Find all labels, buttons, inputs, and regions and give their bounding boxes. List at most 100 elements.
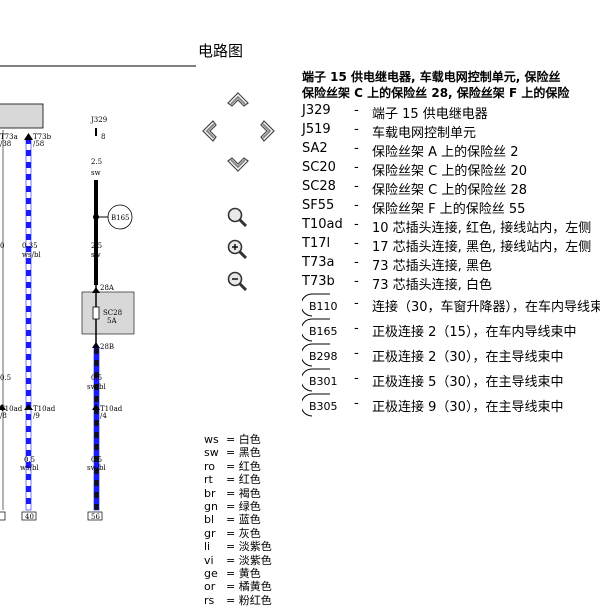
legend-dash: -	[354, 321, 359, 336]
fuse-sc28	[92, 306, 100, 320]
label-j329: J329	[90, 116, 107, 124]
zoom-icon[interactable]	[226, 206, 248, 228]
legend-dash: -	[354, 371, 359, 386]
legend-dash: -	[354, 346, 359, 361]
chevron-left-icon[interactable]	[200, 120, 222, 142]
ref-box-56	[87, 511, 103, 521]
relay-pin	[95, 128, 97, 136]
fuse-holder	[81, 291, 135, 335]
legend-dash: -	[354, 396, 359, 411]
svg-text:/9: /9	[33, 412, 40, 420]
legend-heading: 端子 15 供电继电器, 车载电网控制单元, 保险丝 保险丝架 C 上的保险丝 …	[302, 70, 570, 100]
color-key-item: bl= 蓝色	[204, 513, 261, 527]
svg-text:5A: 5A	[107, 317, 117, 325]
svg-text:B301: B301	[309, 375, 338, 388]
color-key-item: gr= 灰色	[204, 526, 261, 540]
svg-text:sw/bl: sw/bl	[87, 383, 106, 391]
label-sc28: SC28	[103, 309, 122, 317]
chevron-down-icon[interactable]	[227, 152, 249, 174]
legend-code: T17l	[302, 236, 331, 251]
svg-text:0.5: 0.5	[24, 456, 35, 464]
legend-desc: 正极连接 2（15），在车内导线束中	[372, 325, 577, 340]
legend-desc: 保险丝架 F 上的保险丝 55	[372, 202, 526, 217]
color-key-item: br= 褐色	[204, 486, 261, 500]
legend-desc: 车载电网控制单元	[372, 126, 477, 141]
svg-text:B305: B305	[309, 400, 338, 413]
connector-icon: B298	[302, 343, 338, 367]
legend-code: J519	[302, 122, 331, 137]
page-title: 电路图	[198, 42, 244, 60]
wire-sw-1	[94, 180, 98, 218]
svg-text:T10ad: T10ad	[33, 405, 56, 413]
legend-code: T73b	[302, 274, 335, 289]
color-key-item: vi= 淡紫色	[204, 553, 272, 567]
chevron-right-icon[interactable]	[255, 120, 277, 142]
legend-dash: -	[354, 141, 359, 156]
color-key-item: ws= 白色	[204, 433, 261, 446]
svg-text:sw/bl: sw/bl	[87, 464, 106, 472]
legend-desc: 端子 15 供电继电器	[372, 107, 488, 122]
legend-code: SC28	[302, 179, 336, 194]
svg-text:/58: /58	[33, 140, 44, 148]
svg-text:sw: sw	[91, 169, 101, 177]
color-key-item: rt= 红色	[204, 473, 261, 487]
color-key-item: gn= 绿色	[204, 500, 261, 514]
legend-code: T10ad	[302, 217, 343, 232]
legend-desc: 73 芯插头连接, 黑色	[372, 259, 492, 274]
legend-code: SC20	[302, 160, 336, 175]
color-key-item: or= 橘黄色	[204, 580, 272, 594]
wire-sw-bl-right	[93, 347, 100, 511]
legend-code: J329	[302, 103, 331, 118]
legend-desc: 73 芯插头连接, 白色	[372, 278, 492, 293]
svg-text:28A: 28A	[100, 284, 115, 292]
label-t73a: T73a	[0, 133, 18, 141]
legend-desc: 10 芯插头连接, 红色, 接线站内，左侧	[372, 221, 592, 236]
connector-b165	[107, 204, 133, 230]
ref-box-left	[0, 511, 6, 521]
connector-icon: B110	[302, 293, 338, 317]
svg-text:0.5: 0.5	[0, 374, 11, 382]
svg-text:T10ad: T10ad	[100, 405, 123, 413]
legend-dash: -	[354, 179, 359, 194]
wire-sw-2	[94, 217, 98, 285]
zoom-in-icon[interactable]	[226, 238, 248, 260]
svg-text:ws/bl: ws/bl	[20, 464, 39, 472]
svg-text:0.5: 0.5	[91, 374, 102, 382]
svg-text:ws/bl: ws/bl	[22, 251, 41, 259]
color-key-item: ro= 红色	[204, 459, 261, 473]
svg-text:T10ad: T10ad	[0, 405, 23, 413]
svg-text:40: 40	[25, 513, 34, 521]
connector-icon: B165	[302, 318, 338, 342]
zoom-out-icon[interactable]	[226, 270, 248, 292]
svg-text:B298: B298	[309, 350, 338, 363]
connector-icon: B305	[302, 393, 338, 417]
svg-text:/4: /4	[100, 412, 107, 420]
svg-text:B165: B165	[309, 325, 338, 338]
svg-text:B110: B110	[309, 300, 338, 313]
svg-text:0.35: 0.35	[22, 242, 38, 250]
svg-text:56: 56	[91, 513, 100, 521]
legend-dash: -	[354, 255, 359, 270]
legend-dash: -	[354, 296, 359, 311]
legend-desc: 正极连接 2（30），在主导线束中	[372, 350, 564, 365]
chevron-up-icon[interactable]	[227, 90, 249, 112]
legend-dash: -	[354, 236, 359, 251]
color-key-item: rs= 粉红色	[204, 593, 272, 607]
label-b165: B165	[111, 214, 130, 222]
legend-desc: 连接（30，车窗升降器），在车内导线束中	[372, 300, 600, 315]
color-key-item: ge= 黄色	[204, 567, 261, 581]
svg-text:/8: /8	[0, 412, 7, 420]
svg-text:28B: 28B	[100, 343, 114, 351]
wire-ws-bl-left	[25, 139, 32, 511]
svg-text:2.5: 2.5	[91, 242, 102, 250]
control-unit-box	[0, 103, 44, 129]
wiring-diagram: J329 8 2.5 sw B165 0.35 ws/bl 2.5 sw 28A…	[0, 65, 196, 521]
legend-dash: -	[354, 274, 359, 289]
connector-icon: B301	[302, 368, 338, 392]
legend-dash: -	[354, 160, 359, 175]
color-key-item: li= 淡紫色	[204, 540, 272, 554]
legend-desc: 正极连接 5（30），在主导线束中	[372, 375, 564, 390]
legend-dash: -	[354, 103, 359, 118]
legend-code: T73a	[302, 255, 335, 270]
